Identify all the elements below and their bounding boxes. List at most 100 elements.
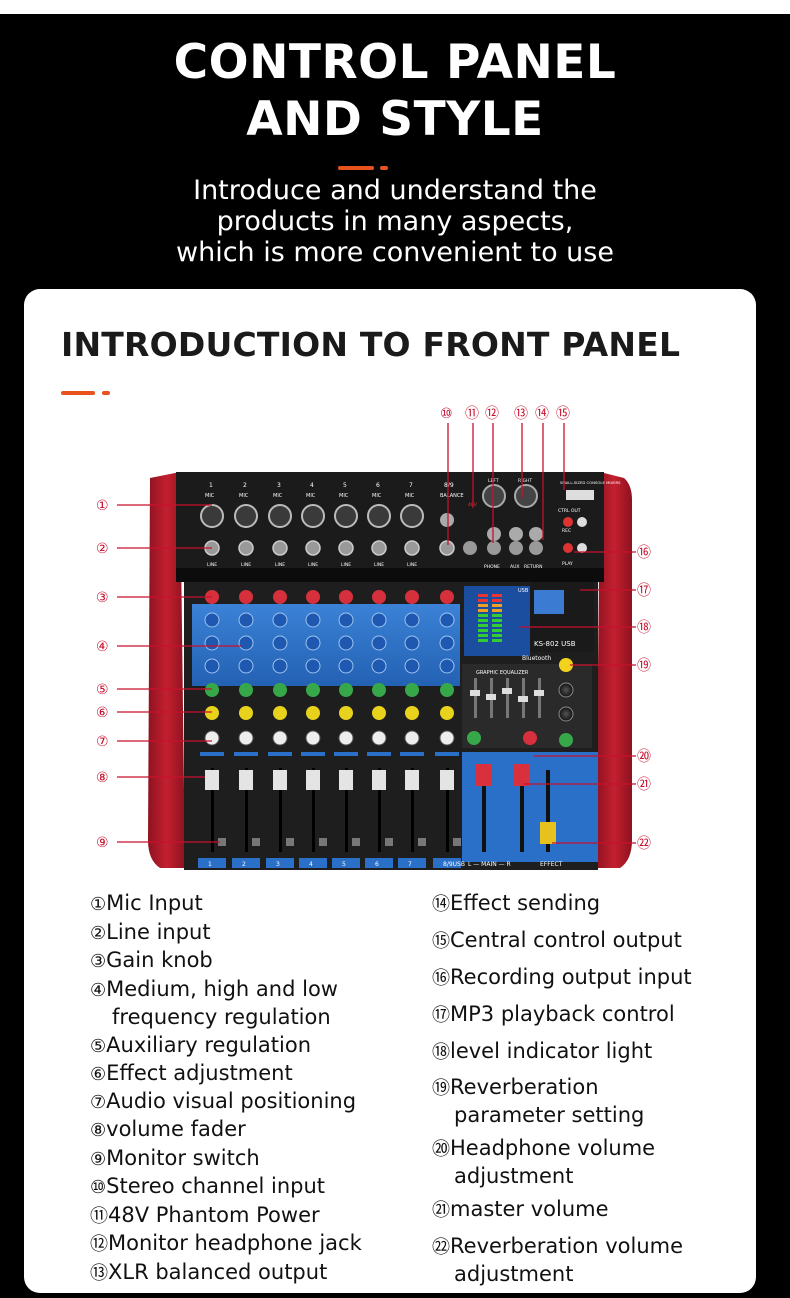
legend-number: ㉑ xyxy=(432,1200,450,1221)
callout-10: ⑩ xyxy=(440,406,453,422)
legend-number: ② xyxy=(90,923,107,944)
legend-text: Effect sending xyxy=(450,891,601,915)
legend-text: level indicator light xyxy=(450,1039,653,1063)
gain-knob xyxy=(405,590,419,604)
fader-header xyxy=(334,752,358,756)
legend-number: ⑱ xyxy=(432,1042,450,1063)
hero-title-line2: AND STYLE xyxy=(246,92,544,147)
level-led xyxy=(492,629,502,632)
line-jack xyxy=(238,540,254,556)
legend-item: ⑪48V Phantom Power xyxy=(90,1202,430,1230)
level-led xyxy=(478,594,488,597)
fader-header xyxy=(200,752,224,756)
eq-mid-knob xyxy=(404,635,420,651)
fader-header xyxy=(301,752,325,756)
level-led xyxy=(492,604,502,607)
legend-number: ⑭ xyxy=(432,894,450,915)
legend-number: ⑯ xyxy=(432,968,450,989)
fader-header xyxy=(268,752,292,756)
hero-subtitle-line2: products in many aspects, xyxy=(216,206,574,237)
callout-14: ⑭ xyxy=(535,406,549,422)
line-jack xyxy=(371,540,387,556)
rec-label: REC xyxy=(562,528,571,534)
fader-track xyxy=(245,768,248,852)
phone-label: PHONE xyxy=(484,564,500,570)
callout-1: ① xyxy=(96,498,109,514)
legend-text: Audio visual positioning xyxy=(106,1089,357,1113)
hero-accent-long xyxy=(338,166,374,170)
monitor-switch xyxy=(352,838,360,846)
eq-mid-knob xyxy=(371,635,387,651)
channel-number: 2 xyxy=(243,482,247,489)
xlr-jack xyxy=(367,504,391,528)
legend-text: Reverberation volume xyxy=(450,1234,683,1258)
eq-low-knob xyxy=(238,658,254,674)
legend-text-continued: parameter setting xyxy=(454,1103,645,1127)
ctrl-out-label: CTRL OUT xyxy=(558,508,581,514)
aux-knob xyxy=(273,683,287,697)
eq-low-knob xyxy=(305,658,321,674)
gain-knob xyxy=(440,590,454,604)
hero-title: CONTROL PANEL AND STYLE xyxy=(0,34,790,148)
legend-item: ⑮Central control output xyxy=(432,927,772,955)
aux-knob xyxy=(239,683,253,697)
legend-item: ⑰MP3 playback control xyxy=(432,1001,772,1029)
line-label: LINE xyxy=(308,562,318,568)
aux-knob xyxy=(440,683,454,697)
eq-low-knob xyxy=(204,658,220,674)
aux-label: AUX xyxy=(510,564,519,570)
section-accent-short xyxy=(102,391,110,395)
hero-subtitle-line1: Introduce and understand the xyxy=(193,175,597,206)
fader-cap xyxy=(273,770,287,790)
pan-knob xyxy=(305,730,321,746)
callout-16: ⑯ xyxy=(637,545,651,561)
fader-cap xyxy=(339,770,353,790)
eq-high-knob xyxy=(404,612,420,628)
legend-text: Mic Input xyxy=(106,891,203,915)
level-led xyxy=(478,629,488,632)
eq-high-knob xyxy=(371,612,387,628)
level-led xyxy=(478,634,488,637)
legend-number: ⑪ xyxy=(90,1206,108,1227)
legend-text: Line input xyxy=(106,920,211,944)
legend-number: ⑰ xyxy=(432,1005,450,1026)
xlr-jack xyxy=(301,504,325,528)
gain-knob xyxy=(372,590,386,604)
legend-item: ②Line input xyxy=(90,919,430,947)
callout-numbers: ① ② ③ ④ ⑤ ⑥ ⑦ ⑧ ⑨ ⑩ ⑪ ⑫ ⑬ ⑭ ⑮ ⑯ ⑰ ⑱ ⑲ ⑳ … xyxy=(96,406,651,852)
legend-number: ⑧ xyxy=(90,1120,107,1141)
bottom-channel-number: 3 xyxy=(276,861,280,868)
hero-subtitle: Introduce and understand the products in… xyxy=(0,175,790,268)
legend-number: ⑩ xyxy=(90,1177,107,1198)
legend-text: Gain knob xyxy=(106,948,213,972)
aux-knob xyxy=(339,683,353,697)
eq-mid-knob xyxy=(238,635,254,651)
xlr-jack xyxy=(268,504,292,528)
effect-knob xyxy=(372,706,386,720)
fader-header xyxy=(400,752,424,756)
eq-low-knob xyxy=(272,658,288,674)
line-label: LINE xyxy=(341,562,351,568)
gain-knob xyxy=(239,590,253,604)
channel-number: 5 xyxy=(343,482,347,489)
legend-text: Auxiliary regulation xyxy=(106,1033,312,1057)
legend-text: 48V Phantom Power xyxy=(108,1203,320,1227)
monitor-switch xyxy=(252,838,260,846)
eq-high-knob xyxy=(305,612,321,628)
channel-top-label: MIC xyxy=(339,493,349,499)
monitor-switch xyxy=(319,838,327,846)
legend-item: ⑭Effect sending xyxy=(432,890,772,918)
channel-top-label: MIC xyxy=(273,493,283,499)
legend-text: Medium, high and low xyxy=(106,977,338,1001)
channel-number: 1 xyxy=(209,482,213,489)
pan-knob xyxy=(204,730,220,746)
aux-knob xyxy=(306,683,320,697)
line-label: LINE xyxy=(275,562,285,568)
effect-fader-cap xyxy=(540,822,556,844)
gain-knob xyxy=(306,590,320,604)
aux-knob xyxy=(405,683,419,697)
eq-low-knob xyxy=(338,658,354,674)
callout-13: ⑬ xyxy=(514,406,528,422)
channel-strips: 1MICLINE12MICLINE23MICLINE34MICLINE45MIC… xyxy=(198,482,502,868)
